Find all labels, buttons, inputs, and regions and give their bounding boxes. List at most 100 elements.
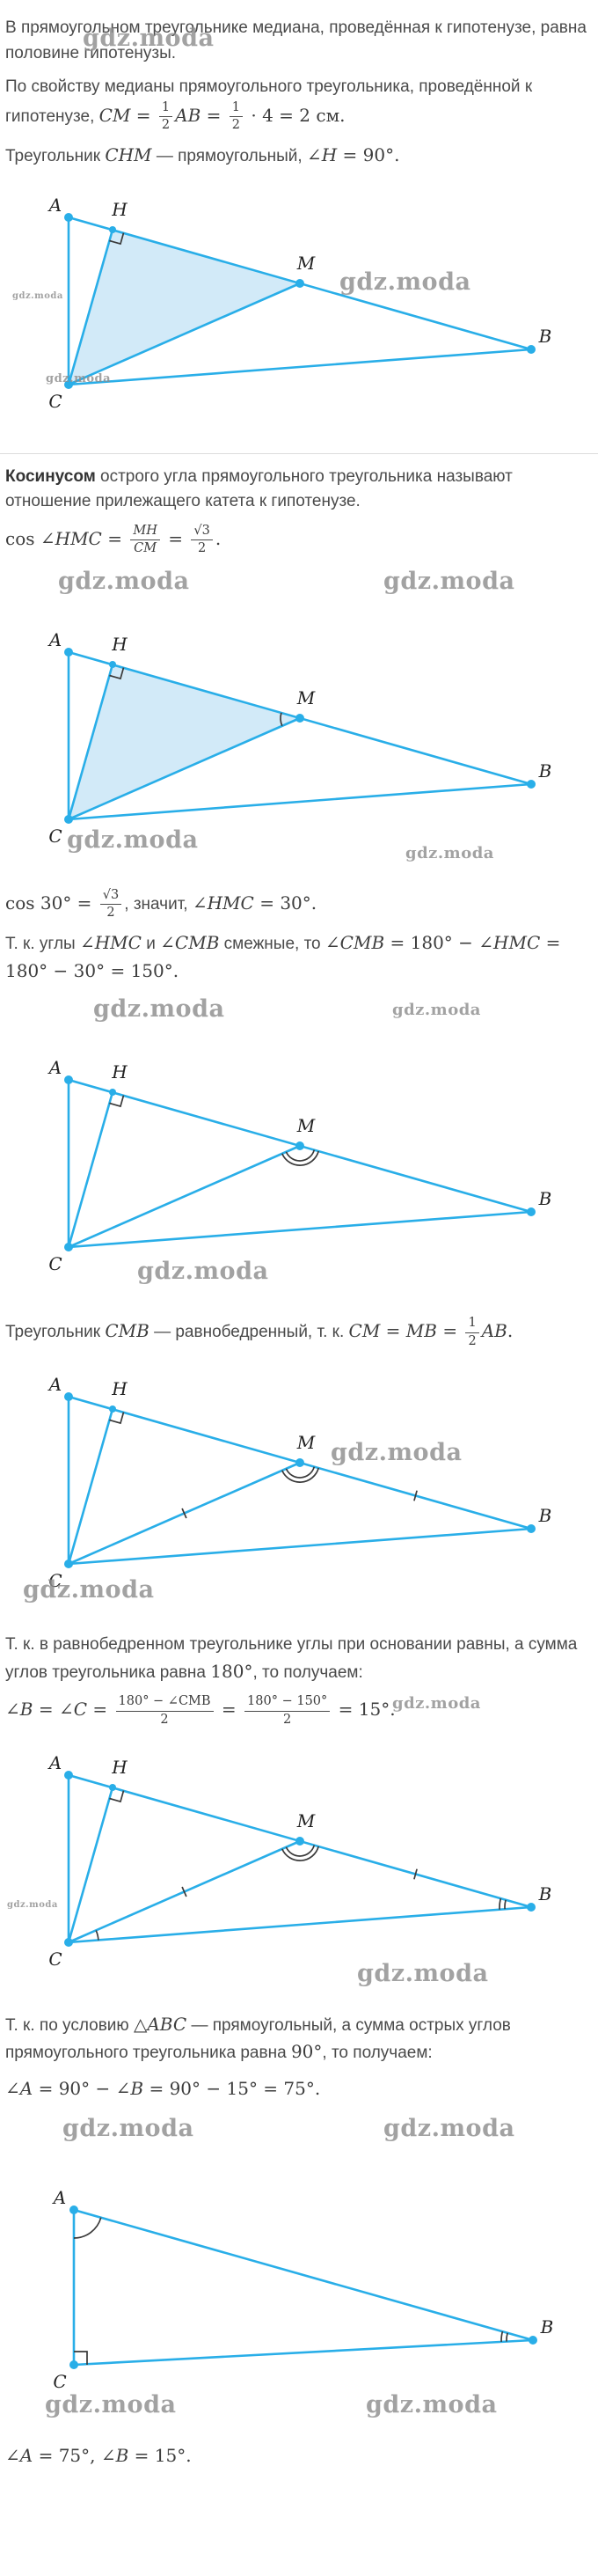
median-cm [67,282,302,386]
triangle-diagram-1: A H M B C [47,194,552,412]
cosine-definition-block: Косинусом острого угла прямоугольного тр… [5,465,591,557]
watermark-row-2: gdz.moda gdz.moda [5,994,591,1032]
solution-paragraph-2: По свойству медианы прямоугольного треуг… [5,77,533,132]
vertex-dot-c [64,1560,73,1569]
vertex-label-a: A [47,629,62,650]
solution-paragraph-4: Косинусом острого угла прямоугольного тр… [5,466,513,511]
vertex-label-m: M [296,253,316,274]
vertex-dot-b [529,2336,537,2345]
vertex-dot-a [64,647,73,657]
solution-paragraph-11: Т. к. по условию △ABC — прямоугольный, а… [5,2013,511,2063]
altitude-ch [67,663,114,820]
vertex-label-m: M [296,1432,316,1453]
solution-paragraph-12: ∠A = 90° − ∠B = 90° − 15° = 75°. [5,2077,321,2099]
watermark: gdz.moda [62,2115,194,2143]
watermark: gdz.moda [383,567,515,595]
vertex-dot-a [64,1075,73,1085]
intro-block: gdz.moda В прямоугольном треугольнике ме… [5,16,591,170]
vertex-dot-a [64,1770,73,1780]
solution-paragraph-1: В прямоугольном треугольнике медиана, пр… [5,18,587,62]
vertex-dot-b [527,344,536,354]
vertex-dot-m [295,1836,304,1846]
vertex-dot-c [64,1243,73,1252]
watermark: gdz.moda [58,567,190,595]
figure-1-triangle-median-altitude: A H M B C gdz.moda gdz.moda gdz.moda [5,193,591,430]
vertex-label-a: A [47,1374,62,1395]
vertex-dot-b [527,779,536,789]
vertex-dot-h [109,1089,116,1097]
triangle-diagram-3: A H M B C [47,1057,552,1274]
solution-paragraph-3: Треугольник CHM — прямоугольный, ∠H = 90… [5,144,400,166]
vertex-label-c: C [48,1253,62,1274]
angle-arc-cmb-inner [285,1466,316,1479]
vertex-label-b: B [538,760,552,782]
vertex-label-h: H [111,1757,128,1778]
vertex-label-a: A [47,1057,62,1078]
watermark: gdz.moda [383,2115,515,2143]
solution-paragraph-9: Т. к. в равнобедренном треугольнике углы… [5,1635,578,1682]
triangle-diagram-2: A H M B C [47,629,552,847]
solution-page: gdz.moda В прямоугольном треугольнике ме… [0,16,598,2467]
vertex-label-a: A [47,1752,62,1773]
figure-4-isosceles-cmb: A H M B C gdz.moda gdz.moda [5,1372,591,1610]
right-angle-mark-at-c [74,2351,88,2366]
vertex-label-m: M [296,1810,316,1831]
vertex-dot-c [69,2360,78,2370]
vertex-dot-m [295,278,304,288]
right-angle-mark-at-h [109,666,125,679]
shaded-triangle-chm [69,664,300,819]
vertex-label-h: H [111,199,128,220]
right-angle-mark-at-h [109,232,125,245]
vertex-dot-b [527,1524,536,1534]
watermark: gdz.moda [93,995,225,1024]
angle-arc-cmb-outer [281,1846,320,1861]
vertex-label-a: A [52,2187,66,2208]
altitude-ch [67,1786,114,1944]
side-cb [67,1527,533,1566]
vertex-dot-c [64,814,73,824]
vertex-dot-a [69,2205,78,2215]
angle-arc-cmb-inner [285,1845,316,1857]
figure-6-final-triangle: A C B gdz.moda gdz.moda [5,2173,591,2419]
vertex-label-a: A [47,194,62,216]
solution-paragraph-13-answer: ∠A = 75°, ∠B = 15°. [5,2445,192,2467]
vertex-dot-h [109,660,116,668]
side-cb [67,782,533,820]
vertex-label-c: C [48,1570,62,1591]
figure-3-triangle-angle-cmb: A H M B C gdz.moda [5,1055,591,1293]
median-cm [67,1145,302,1249]
vertex-label-h: H [111,634,128,655]
side-cb [67,348,533,386]
figure-2-triangle-angle-hmc: A H M B C gdz.moda gdz.moda [5,627,591,865]
angle-arc-hmc [280,712,283,726]
altitude-ch [67,228,114,386]
side-cb [67,1211,533,1249]
vertex-dot-b [527,1207,536,1217]
watermark: gdz.moda [392,1001,481,1020]
altitude-ch [67,1407,114,1566]
vertex-label-h: H [111,1378,128,1399]
watermark-row-1: gdz.moda gdz.moda [5,566,591,605]
triangle-diagram-6: A C B [52,2187,554,2392]
right-angle-mark-at-h [109,1412,125,1425]
right-angle-mark-at-h [109,1095,125,1108]
median-cm [67,716,302,820]
side-ab [72,2209,535,2342]
base-angles-block: Т. к. в равнобедренном треугольнике углы… [5,1633,591,1728]
angle-arc-b-outer [500,2331,504,2343]
solution-paragraph-8: Треугольник CMB — равнобедренный, т. к. … [5,1316,514,1348]
angle-arc-a [73,2217,102,2240]
figure-5-base-angles-marked: A H M B C gdz.moda gdz.moda [5,1750,591,1988]
vertex-dot-b [527,1902,536,1912]
vertex-label-c: C [48,826,62,847]
right-angle-mark-at-h [109,1790,125,1803]
tick-mark-cm [181,1886,187,1897]
vertex-dot-m [295,1458,304,1468]
vertex-label-h: H [111,1061,128,1083]
vertex-dot-m [295,1141,304,1151]
tick-mark-mb [413,1490,418,1501]
vertex-label-m: M [296,687,316,708]
